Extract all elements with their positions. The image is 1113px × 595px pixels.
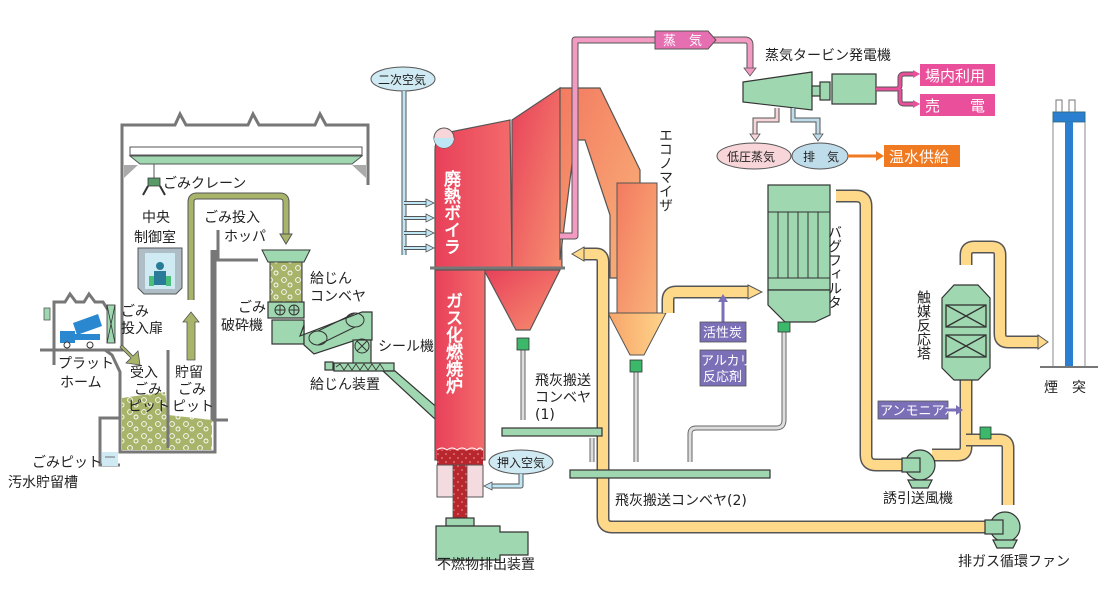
refuse-drop-arrow xyxy=(119,344,141,366)
steam-line xyxy=(560,30,757,240)
damper xyxy=(979,426,992,440)
receive-pit-label-1: 受入 xyxy=(130,365,158,381)
alkali-label-2: 反応剤 xyxy=(703,369,742,385)
alkali-label-1: アルカリ xyxy=(701,354,752,369)
feeder-label: 給じん装置 xyxy=(310,377,380,393)
fly-ash-conv1-label-3: (1) xyxy=(535,407,555,423)
power-output-line xyxy=(876,70,920,108)
crane-grab-icon xyxy=(142,164,166,196)
crusher-label-2: 破砕機 xyxy=(221,318,263,334)
activated-carbon-label: 活性炭 xyxy=(703,326,742,341)
catalytic-reactor xyxy=(941,284,991,381)
fly-ash-conveyor-1 xyxy=(501,427,603,437)
flue-gas-ducts xyxy=(571,189,1049,534)
boiler-label: 廃熱ボイラ xyxy=(440,169,461,255)
steam-turbine-generator xyxy=(742,71,877,111)
in-plant-use-box xyxy=(920,64,995,86)
platform-label-1: プラット xyxy=(58,356,114,372)
door-label-1: ごみ xyxy=(121,304,149,320)
id-fan-label: 誘引送風機 xyxy=(883,491,953,507)
fly-ash-conv1-label-2: コンベヤ xyxy=(535,390,591,406)
ash-discharge-lines xyxy=(516,321,791,462)
door-label-2: 投入扉 xyxy=(121,321,163,337)
wastewater-label-2: 汚水貯留槽 xyxy=(8,475,78,491)
stack-label: 煙 突 xyxy=(1044,380,1086,396)
control-room-label-1: 中央 xyxy=(142,210,170,226)
refuse-pit xyxy=(118,250,217,454)
induced-draft-fan xyxy=(901,449,936,489)
push-air-label: 押入空気 xyxy=(497,455,545,470)
fly-ash-conveyor-2 xyxy=(569,469,771,479)
turbine-outlets xyxy=(749,108,824,142)
control-room-label-2: 制御室 xyxy=(134,229,176,246)
storage-pit-label-1: 貯留 xyxy=(175,365,203,381)
in-plant-use-label: 場内利用 xyxy=(925,67,985,85)
sell-power-label: 売 電 xyxy=(925,97,985,115)
ammonia-label: アンモニア水 xyxy=(880,404,957,419)
storage-transfer-arrow xyxy=(182,311,200,361)
incombustible-label: 不燃物排出装置 xyxy=(437,556,535,573)
waste-heat-boiler xyxy=(434,86,563,269)
push-air-line: 押入空気 xyxy=(483,449,554,491)
steam-drum-icon xyxy=(433,127,455,149)
feed-conveyor-label-1: 給じん xyxy=(310,271,352,287)
receive-pit-label-2: ごみ xyxy=(134,382,162,398)
low-pressure-steam-label: 低圧蒸気 xyxy=(727,149,775,164)
crusher-label-1: ごみ xyxy=(238,300,266,316)
economizer xyxy=(607,182,667,356)
bag-filter xyxy=(767,184,831,323)
turbine-label: 蒸気タービン発電機 xyxy=(765,48,891,64)
boiler-ash-hopper xyxy=(483,269,561,331)
fly-ash-conv1-label-1: 飛灰搬送 xyxy=(535,373,591,389)
storage-pit-label-2: ごみ xyxy=(178,382,206,398)
sell-power-box xyxy=(920,94,995,116)
fly-ash-conv2-label: 飛灰搬送コンベヤ(2) xyxy=(615,493,747,509)
refuse-hopper xyxy=(261,249,311,303)
exhaust-label: 排 気 xyxy=(803,149,839,164)
platform-building xyxy=(40,291,122,467)
garbage-truck-icon xyxy=(60,314,102,349)
stack xyxy=(1040,99,1098,368)
person-icon xyxy=(149,262,171,286)
hopper-label-2: ホッパ xyxy=(224,229,266,245)
secondary-air-line: 二次空気 xyxy=(370,66,436,255)
screw-feeder xyxy=(324,361,441,422)
wastewater-label-1: ごみピット xyxy=(32,455,102,471)
alkali-box xyxy=(699,349,747,387)
steam-label: 蒸 気 xyxy=(663,33,702,49)
storage-pit-label-3: ピット xyxy=(172,399,214,415)
hot-water-box xyxy=(884,145,960,167)
hot-water-label: 温水供給 xyxy=(889,148,949,166)
economizer-label: エコノマイザ xyxy=(657,128,673,212)
furnace-label: ガス化燃焼炉 xyxy=(442,292,463,395)
recirc-fan-label: 排ガス循環ファン xyxy=(958,554,1070,570)
platform-label-2: ホーム xyxy=(60,375,102,391)
hopper-label-1: ごみ投入 xyxy=(204,210,260,226)
feed-conveyor-label-2: コンベヤ xyxy=(310,289,366,305)
activated-carbon-box xyxy=(699,321,747,343)
receive-pit-label-3: ピット xyxy=(128,399,170,415)
bag-filter-label: バグフィルタ xyxy=(826,225,842,309)
low-pressure-steam-oval xyxy=(716,142,792,170)
incombustible-discharger xyxy=(435,517,529,561)
catalyst-tower-label: 触媒反応塔 xyxy=(915,290,931,360)
secondary-air-label: 二次空気 xyxy=(378,72,426,87)
feed-conveyor xyxy=(298,311,373,355)
crusher xyxy=(267,301,305,345)
wastewater-tank xyxy=(102,452,118,466)
recirculation-fan xyxy=(984,511,1021,549)
seal-machine-label: シール機 xyxy=(378,339,434,355)
crane-rail xyxy=(124,146,366,178)
control-room xyxy=(137,247,183,295)
gasification-furnace xyxy=(434,269,486,521)
refuse-door xyxy=(106,304,116,344)
crane-label: ごみクレーン xyxy=(163,176,246,192)
